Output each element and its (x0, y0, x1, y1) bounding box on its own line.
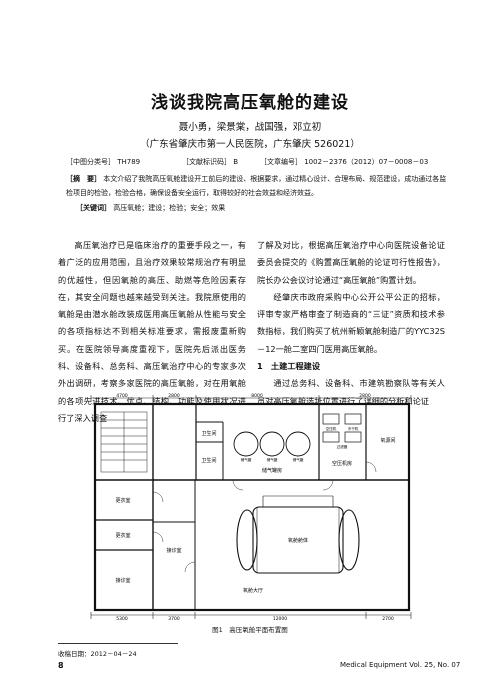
journal-footer: Medical Equipment Vol. 25, No. 07 (340, 661, 461, 669)
room-label-changing: 更衣室 (115, 497, 130, 504)
keywords-label: ［关键词］ (76, 204, 111, 212)
dim-label: 12000 (273, 616, 287, 620)
clc-number: ［中图分类号］ TH789 (66, 158, 141, 166)
room-label-chamber: 氧舱舱体 (288, 537, 308, 544)
dim-label: 5300 (116, 616, 128, 620)
equipment-label: 过滤器 (337, 444, 348, 449)
floor-plan-figure: 4700 2800 8000 2800 (90, 393, 412, 620)
dim-label: 2700 (382, 616, 394, 620)
dim-label: 8000 (251, 393, 263, 399)
keywords-text: 高压氧舱；建设；检验；安全；效果 (113, 204, 226, 212)
room-label-oxygen-source: 氧源间 (380, 437, 395, 444)
dim-label: 4700 (116, 393, 128, 399)
keywords: ［关键词］ 高压氧舱；建设；检验；安全；效果 (76, 203, 225, 213)
body-paragraph: 通过总务科、设备科、市建筑勘察队等有关人员对高压氧舱选址位置进行了详细的分析和论… (257, 378, 445, 406)
article-number: ［文章编号］ 1002－2376（2012）07－0008－03 (260, 158, 429, 166)
equipment-label: 冷干机 (348, 426, 359, 431)
gas-tanks (233, 431, 311, 457)
room-label-hall: 氧舱大厅 (243, 587, 263, 594)
room-label-compressor: 空压机房 (332, 460, 352, 467)
door-swings (152, 461, 377, 573)
room-label-gas-tanks: 储气罐房 (262, 467, 282, 474)
equipment-label: 储气罐 (241, 457, 252, 462)
dim-label: 3700 (168, 616, 180, 620)
document-code: ［文献标识码］ B (182, 158, 239, 166)
equipment-label: 储气罐 (267, 457, 278, 462)
building-outline (93, 402, 411, 612)
figure-caption: 图1 高压氧舱平面布置图 (212, 626, 288, 634)
room-label-reception: 接诊室 (166, 547, 181, 554)
bottom-dimensions (90, 612, 412, 619)
body-left-column: 高压氧治疗已是临床治疗的重要手段之一，有着广泛的应用范围，且治疗效果较常规治疗有… (58, 237, 246, 427)
body-paragraph: 了解及对比，根据高压氧治疗中心向医院设备论证委员会提交的《购置高压氧舱的论证可行… (257, 240, 445, 285)
body-paragraph: 高压氧治疗已是临床治疗的重要手段之一，有着广泛的应用范围，且治疗效果较常规治疗有… (58, 240, 246, 423)
author-list: 聂小勇，梁景棠，战国强，邓立初 (178, 122, 322, 133)
oxygen-chamber (236, 495, 360, 574)
room-label-toilet: 卫生间 (201, 430, 216, 437)
equipment-label: 空压机 (326, 426, 337, 431)
abstract: ［摘 要］ 本文介绍了我院高压氧舱建设开工前后的建设、根据要求，通过精心设计、合… (66, 172, 448, 200)
abstract-text: 本文介绍了我院高压氧舱建设开工前后的建设、根据要求，通过精心设计、合理布局、规范… (66, 175, 447, 197)
room-label-toilet: 卫生间 (201, 457, 216, 464)
affiliation: （广东省肇庆市第一人民医院，广东肇庆 526021） (140, 139, 360, 150)
abstract-label: ［摘 要］ (66, 175, 101, 183)
dim-label: 2800 (359, 393, 371, 399)
footnote-rule (58, 643, 178, 644)
room-label-reception: 接诊室 (115, 577, 130, 584)
staircase (100, 411, 148, 473)
page-number: 8 (58, 661, 64, 670)
body-paragraph: 经肇庆市政府采购中心公开公平公正的招标，评审专家严格审查了制造商的“三证”资质和… (257, 291, 445, 354)
room-label-changing: 更衣室 (115, 532, 130, 539)
top-dimensions (90, 395, 412, 402)
equipment-label: 储气罐 (293, 457, 304, 462)
dim-label: 2800 (168, 393, 180, 399)
article-title: 浅谈我院高压氧舱的建设 (151, 93, 349, 113)
section-heading: 1 土建工程建设 (257, 361, 321, 372)
body-right-column: 了解及对比，根据高压氧治疗中心向医院设备论证委员会提交的《购置高压氧舱的论证可行… (257, 237, 445, 410)
compressor-equipment (322, 413, 362, 443)
received-date: 收稿日期：2012－04－24 (58, 650, 137, 658)
